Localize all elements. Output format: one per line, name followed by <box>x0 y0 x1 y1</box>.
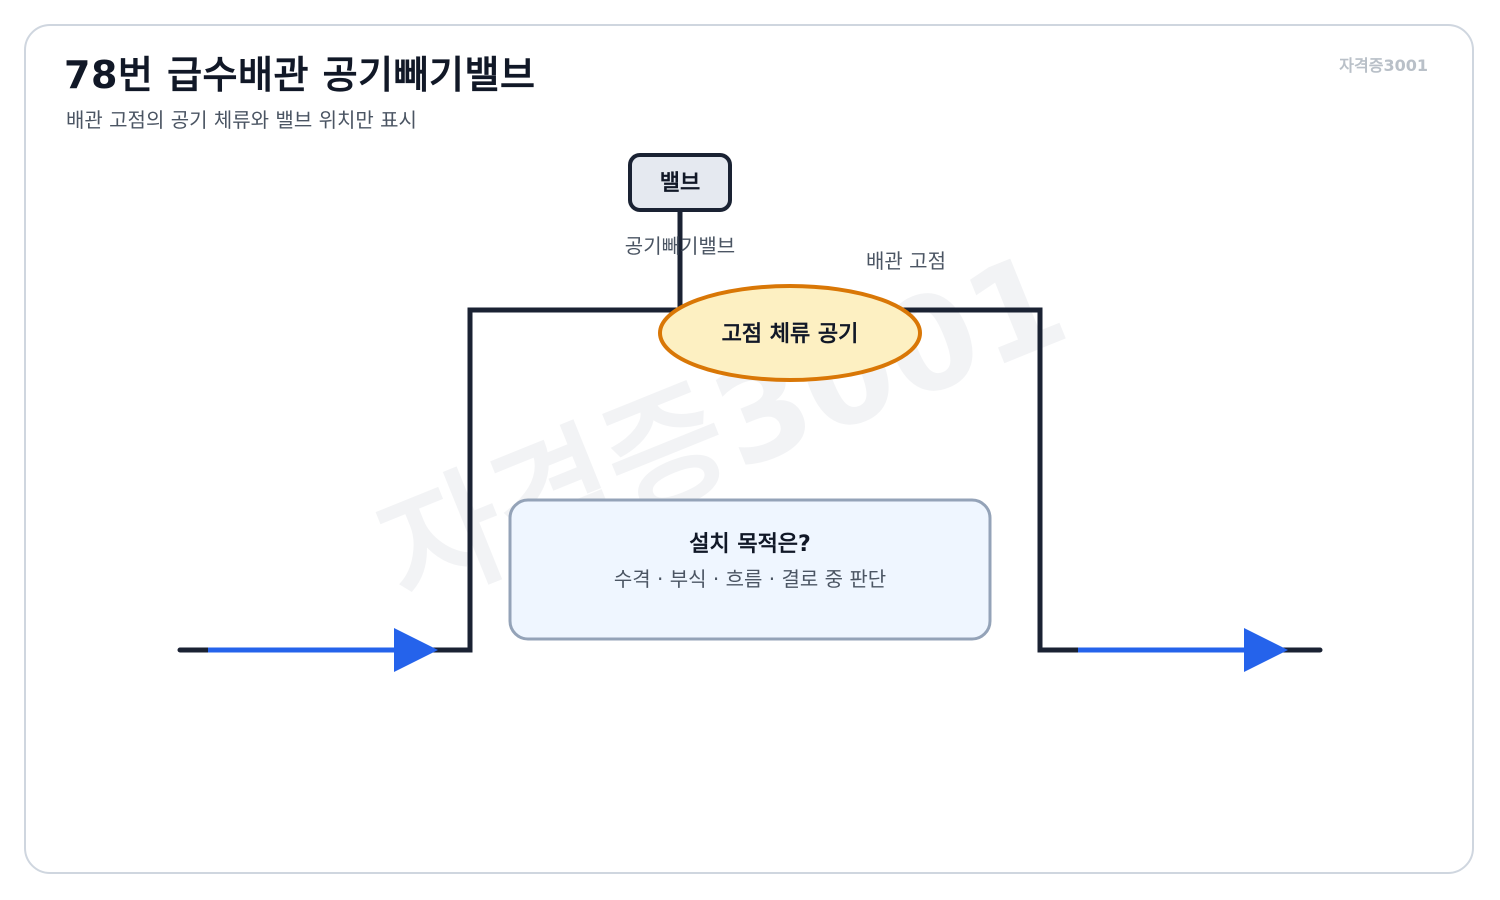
brand-label: 자격증3001 <box>1339 56 1428 75</box>
valve-caption: 공기빼기밸브 <box>625 234 735 258</box>
diagram-card <box>24 24 1474 874</box>
trapped-air: 고점 체류 공기 <box>658 284 922 382</box>
question-title: 설치 목적은? <box>689 532 811 557</box>
valve-box-label: 밸브 <box>660 171 700 196</box>
question-box: 설치 목적은? 수격 · 부식 · 흐름 · 결로 중 판단 <box>508 498 992 641</box>
question-options: 수격 · 부식 · 흐름 · 결로 중 판단 <box>614 567 886 591</box>
page-subtitle: 배관 고점의 공기 체류와 밸브 위치만 표시 <box>66 108 417 132</box>
trapped-air-label: 고점 체류 공기 <box>722 322 859 347</box>
page-title: 78번 급수배관 공기빼기밸브 <box>64 53 536 97</box>
flow-arrow-icon <box>1078 628 1288 672</box>
flow-arrow-icon <box>208 628 438 672</box>
air-release-valve: 밸브 <box>628 153 732 212</box>
pipe-high-point-label: 배관 고점 <box>866 249 946 273</box>
